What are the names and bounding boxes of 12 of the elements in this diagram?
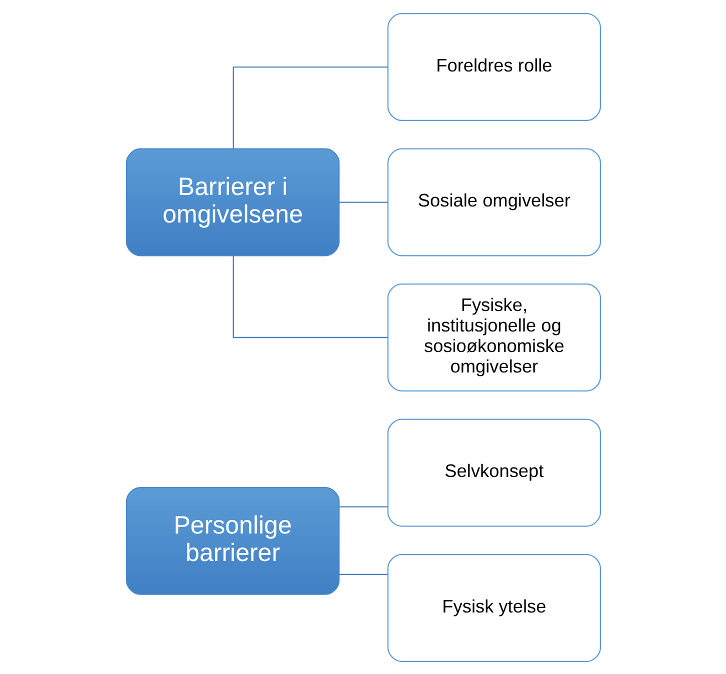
node-box: Fysisk ytelse [386, 554, 601, 662]
connector [232, 255, 388, 338]
connector [232, 66, 388, 148]
connector [338, 201, 388, 202]
connector [338, 573, 388, 575]
node-box: Sosiale omgivelser [386, 148, 601, 256]
node-box: Fysiske, institusjonelle og sosioøkonomiske omgivelser [386, 283, 601, 391]
node-box: Barrierer i omgivelsene [125, 148, 340, 256]
node-box: Selvkonsept [386, 418, 601, 526]
connector [338, 506, 388, 507]
node-box: Personlige barrierer [125, 486, 340, 594]
node-box: Foreldres rolle [386, 12, 601, 120]
